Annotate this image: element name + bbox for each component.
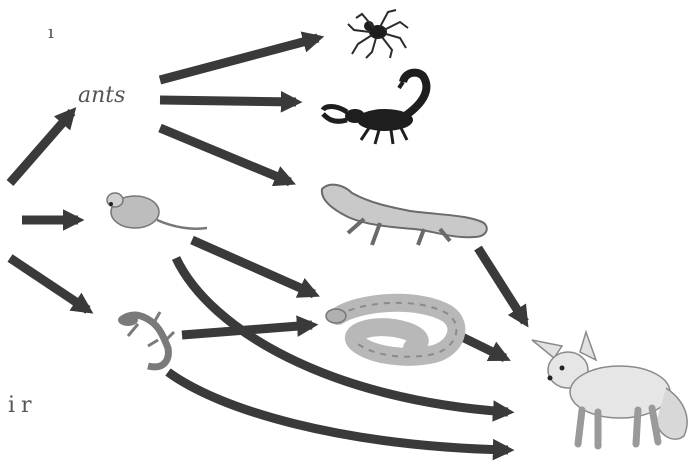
ants-label: ants xyxy=(78,83,125,108)
lizard-small-icon xyxy=(118,312,174,367)
arrow-ants-to-spider xyxy=(160,38,318,80)
faint-mark: ı xyxy=(48,22,54,43)
arrow-left-to-small-lizard xyxy=(10,258,88,310)
lizard-large-icon xyxy=(322,185,487,245)
mouse-icon xyxy=(107,193,207,229)
arrow-snake-to-fox xyxy=(460,336,505,358)
arrow-ants-to-lizard xyxy=(160,128,290,182)
arrow-lizard-to-fox xyxy=(478,248,525,322)
arrow-ants-to-scorpion xyxy=(160,100,296,102)
scorpion-icon xyxy=(323,73,426,144)
snake-icon xyxy=(326,303,456,357)
spider-icon xyxy=(348,10,408,58)
bottom-faint-label: ir xyxy=(8,393,38,418)
arrow-mouse-to-snake xyxy=(192,240,314,294)
fennec-fox-icon xyxy=(532,332,687,446)
arrow-small-lizard-to-snake xyxy=(182,325,312,335)
arrow-left-to-ants xyxy=(10,112,72,183)
